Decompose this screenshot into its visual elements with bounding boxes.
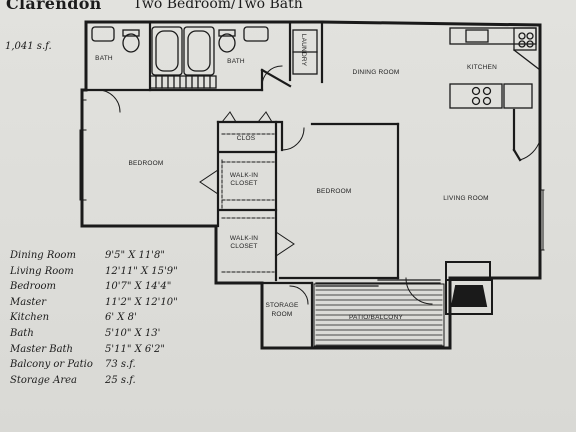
room-label-bath-left: BATH: [95, 55, 113, 62]
dimension-room-name: Bedroom: [10, 281, 56, 293]
room-label-clos: CLOS: [237, 135, 256, 142]
dimension-row: Kitchen 6' X 8': [10, 310, 178, 326]
dimension-row: Master Bath 5'11" X 6'2": [10, 342, 178, 358]
dimension-row: Living Room 12'11" X 15'9": [10, 264, 178, 280]
dimension-room-name: Master: [10, 296, 47, 308]
dimension-value: 5'11" X 6'2": [105, 343, 165, 355]
room-label-patio: PATIO/BALCONY: [349, 314, 403, 321]
dimension-value: 11'2" X 12'10": [105, 296, 178, 308]
dimension-value: 10'7" X 14'4": [105, 281, 172, 293]
door-swings: [81, 65, 541, 305]
exterior-walls: [80, 20, 542, 350]
dimension-row: Balcony or Patio 73 s.f.: [10, 357, 178, 373]
dimension-row: Bath 5'10" X 13': [10, 326, 178, 342]
kitchen-fixtures: [449, 27, 541, 109]
dimension-room-name: Storage Area: [10, 374, 78, 386]
fireplace: [445, 261, 493, 315]
dimension-row: Bedroom 10'7" X 14'4": [10, 279, 178, 295]
dimension-room-name: Dining Room: [10, 250, 76, 261]
dimension-room-name: Living Room: [10, 265, 74, 277]
dimension-row: Dining Room 9'5" X 11'8": [10, 248, 178, 264]
laundry-closet: [292, 29, 318, 75]
room-label-dining: DINING ROOM: [353, 69, 400, 76]
room-label-bedroom-center: BEDROOM: [317, 188, 352, 195]
room-label-walkin-top-2: CLOSET: [230, 180, 257, 187]
room-label-storage-2: ROOM: [271, 311, 292, 318]
patio-slats: [315, 289, 443, 346]
room-label-bath-right: BATH: [227, 58, 245, 65]
dimension-value: 73 s.f.: [105, 359, 136, 371]
dimension-room-name: Master Bath: [10, 343, 73, 355]
room-label-walkin-bottom-1: WALK-IN: [230, 235, 258, 242]
total-area: 1,041 s.f.: [5, 41, 52, 52]
room-label-storage-1: STORAGE: [265, 302, 299, 309]
bath-fixtures: [91, 26, 269, 89]
room-label-living: LIVING ROOM: [443, 195, 489, 202]
dimension-room-name: Bath: [10, 327, 34, 339]
dimension-row: Storage Area 25 s.f.: [10, 373, 178, 389]
dimension-value: 5'10" X 13': [105, 327, 161, 339]
plan-title: Clarendon: [6, 0, 102, 13]
dimension-value: 25 s.f.: [105, 374, 136, 386]
dimension-value: 6' X 8': [105, 312, 137, 324]
room-label-bedroom-left: BEDROOM: [129, 160, 164, 167]
dimension-value: 12'11" X 15'9": [105, 265, 178, 277]
room-label-kitchen: KITCHEN: [467, 64, 497, 71]
interior-walls: [84, 20, 522, 350]
room-label-laundry: LAUNDRY: [300, 34, 307, 67]
dimension-room-name: Kitchen: [10, 312, 50, 324]
dimension-room-name: Balcony or Patio: [10, 359, 93, 371]
closet-shelves: [221, 133, 275, 273]
dimension-row: Master 11'2" X 12'10": [10, 295, 178, 311]
patio-decking: [313, 283, 445, 347]
windows: [79, 129, 545, 251]
room-label-walkin-bottom-2: CLOSET: [230, 243, 257, 250]
sliding-door: [315, 279, 441, 287]
room-dimensions-list: Dining Room 9'5" X 11'8" Living Room 12'11"…: [10, 248, 178, 388]
room-label-walkin-top-1: WALK-IN: [230, 172, 258, 179]
dimension-value: 9'5" X 11'8": [105, 250, 165, 261]
plan-subtitle: Two Bedroom/Two Bath: [133, 0, 303, 12]
